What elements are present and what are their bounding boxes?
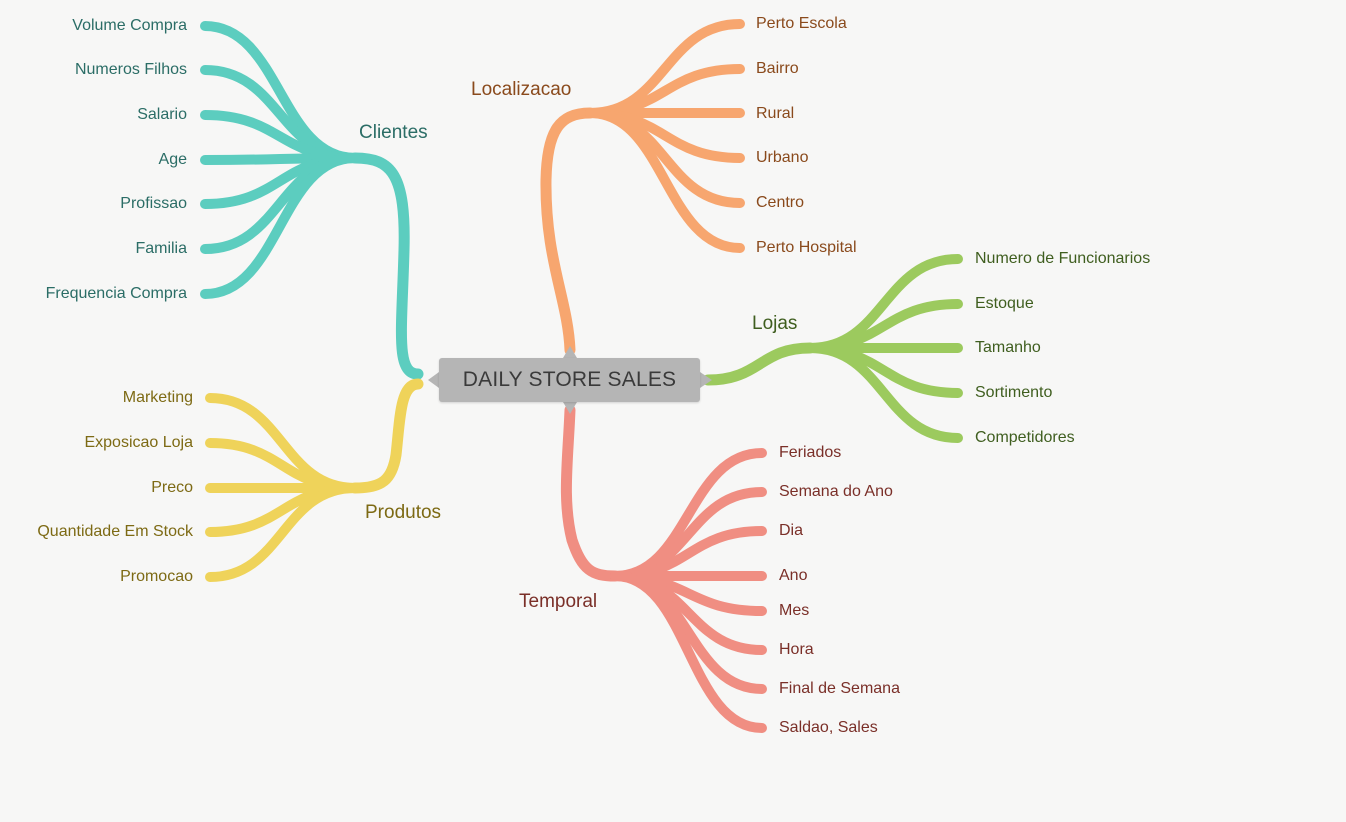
leaf-node[interactable]: Frequencia Compra: [46, 284, 187, 304]
branch-localizacao-label: Localizacao: [471, 79, 572, 100]
leaf-label: Preco: [151, 479, 193, 496]
leaf-label: Exposicao Loja: [84, 434, 193, 451]
leaf-label: Perto Escola: [756, 15, 847, 32]
leaf-node[interactable]: Saldao, Sales: [779, 718, 878, 738]
leaf-label: Dia: [779, 522, 804, 539]
leaf-label: Familia: [135, 240, 187, 257]
leaf-label: Numeros Filhos: [74, 61, 187, 78]
leaf-node[interactable]: Salario: [137, 105, 187, 125]
leaf-label: Volume Compra: [72, 17, 187, 34]
leaf-node[interactable]: Semana do Ano: [779, 482, 893, 502]
leaf-node[interactable]: Centro: [756, 193, 804, 213]
leaf-label: Competidores: [975, 429, 1075, 446]
leaf-node[interactable]: Numeros Filhos: [75, 60, 187, 80]
leaf-label: Profissao: [120, 195, 187, 212]
leaf-node[interactable]: Mes: [779, 601, 809, 621]
leaf-link: [610, 571, 767, 733]
branch-clientes[interactable]: Clientes: [359, 122, 428, 144]
leaf-node[interactable]: Marketing: [123, 388, 193, 408]
leaf-node[interactable]: Competidores: [975, 428, 1075, 448]
leaf-label: Tamanho: [975, 339, 1041, 356]
branch-localizacao-link: [540, 107, 596, 356]
leaf-label: Saldao, Sales: [779, 719, 878, 736]
leaf-node[interactable]: Final de Semana: [779, 679, 900, 699]
leaf-label: Estoque: [975, 295, 1034, 312]
leaf-node[interactable]: Feriados: [779, 443, 841, 463]
leaf-node[interactable]: Ano: [779, 566, 807, 586]
leaf-node[interactable]: Perto Escola: [756, 14, 847, 34]
leaf-node[interactable]: Dia: [779, 521, 803, 541]
leaf-label: Perto Hospital: [756, 239, 857, 256]
leaf-link: [200, 153, 360, 299]
leaf-label: Age: [158, 151, 187, 168]
branch-lojas-link: [702, 342, 816, 386]
leaf-link: [805, 343, 963, 443]
leaf-node[interactable]: Rural: [756, 104, 794, 124]
leaf-node[interactable]: Tamanho: [975, 338, 1041, 358]
leaf-node[interactable]: Profissao: [120, 194, 187, 214]
leaf-node[interactable]: Estoque: [975, 294, 1034, 314]
leaf-label: Rural: [756, 105, 795, 122]
leaf-node[interactable]: Perto Hospital: [756, 238, 857, 258]
leaf-label: Feriados: [779, 444, 842, 461]
leaf-label: Marketing: [122, 389, 193, 406]
branch-lojas[interactable]: Lojas: [752, 313, 797, 335]
leaf-node[interactable]: Exposicao Loja: [84, 433, 193, 453]
leaf-node[interactable]: Sortimento: [975, 383, 1052, 403]
leaf-link: [205, 483, 360, 582]
leaf-node[interactable]: Numero de Funcionarios: [975, 249, 1150, 269]
branch-localizacao[interactable]: Localizacao: [471, 79, 571, 101]
leaf-label: Hora: [779, 641, 814, 658]
root-node[interactable]: DAILY STORE SALES: [439, 358, 700, 402]
leaf-label: Ano: [779, 567, 808, 584]
branch-produtos-label: Produtos: [365, 502, 442, 523]
branch-produtos-link: [349, 378, 424, 494]
leaf-label: Frequencia Compra: [45, 285, 187, 302]
leaf-node[interactable]: Preco: [151, 478, 193, 498]
leaf-label: Quantidade Em Stock: [37, 523, 193, 540]
leaf-label: Semana do Ano: [779, 483, 893, 500]
branch-produtos[interactable]: Produtos: [365, 502, 441, 524]
root-right-arrow: [700, 372, 712, 388]
leaf-node[interactable]: Hora: [779, 640, 814, 660]
leaf-label: Centro: [756, 194, 805, 211]
branch-temporal[interactable]: Temporal: [519, 591, 597, 613]
branch-clientes-label: Clientes: [359, 122, 428, 143]
root-bottom-arrow: [563, 402, 577, 414]
root-top-arrow: [563, 346, 577, 358]
branch-lojas-label: Lojas: [752, 313, 798, 334]
leaf-node[interactable]: Promocao: [120, 567, 193, 587]
leaf-label: Promocao: [120, 568, 193, 585]
branch-clientes-link: [349, 152, 424, 380]
leaf-node[interactable]: Volume Compra: [72, 16, 187, 36]
leaf-link: [585, 108, 745, 253]
leaf-node[interactable]: Quantidade Em Stock: [37, 522, 193, 542]
leaf-label: Salario: [137, 106, 187, 123]
leaf-label: Numero de Funcionarios: [975, 250, 1151, 267]
leaf-label: Bairro: [756, 60, 799, 77]
root-label: DAILY STORE SALES: [462, 368, 677, 391]
branch-temporal-link: [560, 404, 621, 582]
leaf-node[interactable]: Urbano: [756, 148, 808, 168]
leaf-label: Final de Semana: [779, 680, 900, 697]
leaf-label: Urbano: [756, 149, 809, 166]
root-left-arrow: [428, 372, 439, 388]
branch-temporal-label: Temporal: [519, 591, 598, 612]
leaf-node[interactable]: Age: [159, 150, 187, 170]
leaf-label: Mes: [779, 602, 810, 619]
leaf-node[interactable]: Familia: [135, 239, 187, 259]
leaf-node[interactable]: Bairro: [756, 59, 799, 79]
leaf-label: Sortimento: [975, 384, 1053, 401]
